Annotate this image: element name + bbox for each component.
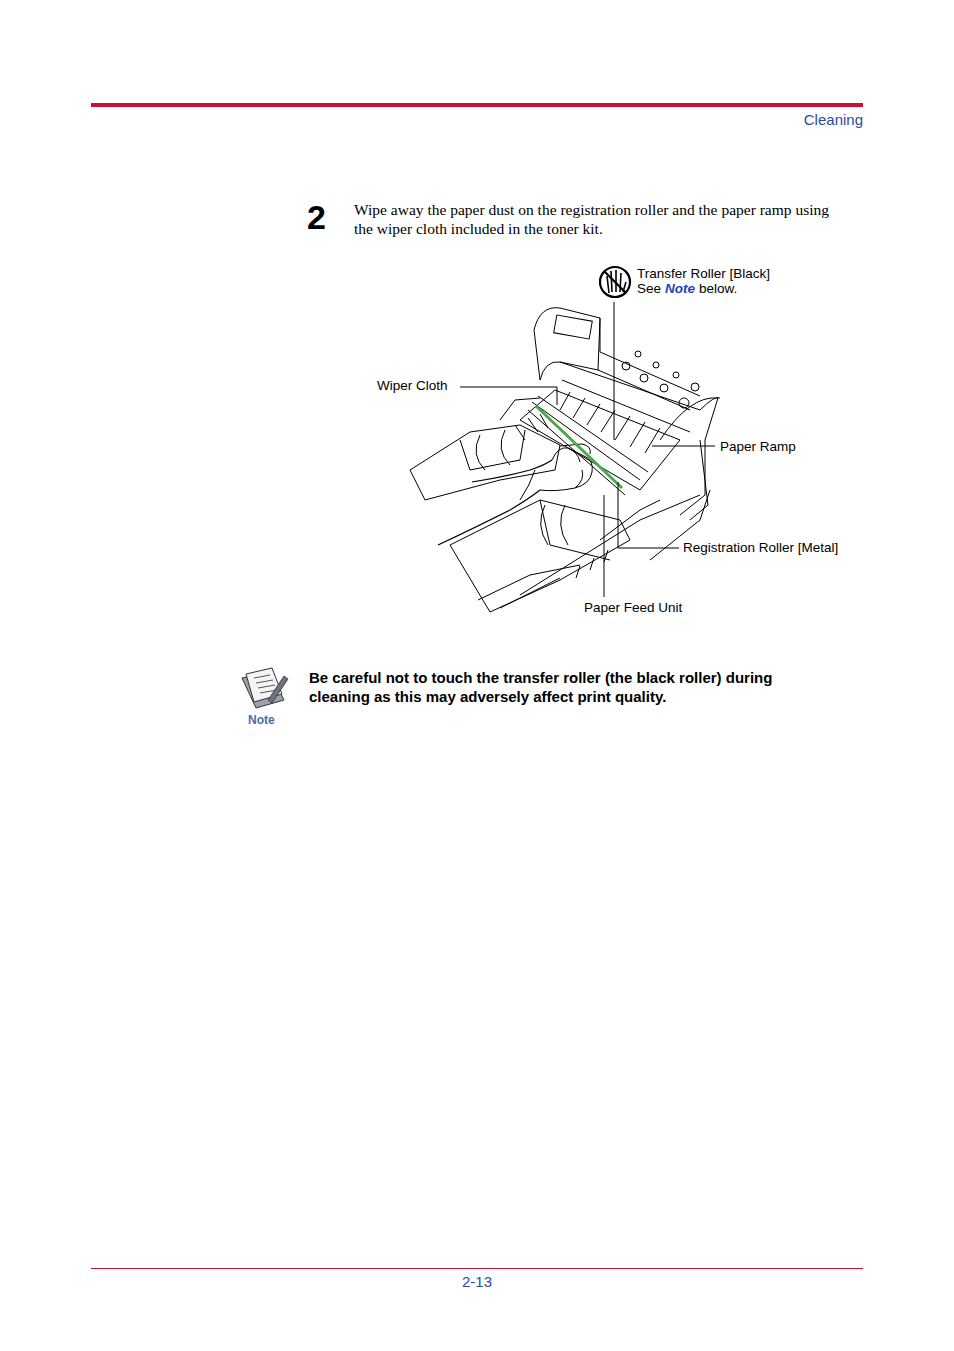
note-text: Be careful not to touch the transfer rol… bbox=[309, 668, 829, 706]
wiper-cloth-highlight bbox=[536, 406, 622, 488]
printer-illustration bbox=[410, 308, 720, 612]
part-label: Paper Ramp bbox=[720, 438, 796, 455]
running-header: Cleaning bbox=[804, 110, 863, 129]
callout-line: SeeNotebelow. bbox=[637, 280, 741, 297]
leader-lines bbox=[460, 302, 715, 597]
part-label: Registration Roller [Metal] bbox=[683, 539, 838, 556]
part-label: Paper Feed Unit bbox=[584, 599, 682, 616]
part-label: Transfer Roller [Black] bbox=[637, 265, 770, 282]
part-label: below. bbox=[699, 280, 737, 297]
step-text: Wipe away the paper dust on the registra… bbox=[354, 200, 850, 238]
no-touch-symbol bbox=[600, 267, 630, 297]
step-number: 2 bbox=[307, 196, 326, 239]
footer-rule bbox=[91, 1268, 863, 1269]
part-label: Wiper Cloth bbox=[377, 377, 448, 394]
header-bar bbox=[91, 103, 863, 107]
note-icon bbox=[242, 668, 288, 708]
page-number: 2-13 bbox=[462, 1272, 492, 1291]
note-reference: Note bbox=[665, 280, 695, 297]
note-icon-label: Note bbox=[248, 713, 275, 728]
part-label: See bbox=[637, 280, 661, 297]
